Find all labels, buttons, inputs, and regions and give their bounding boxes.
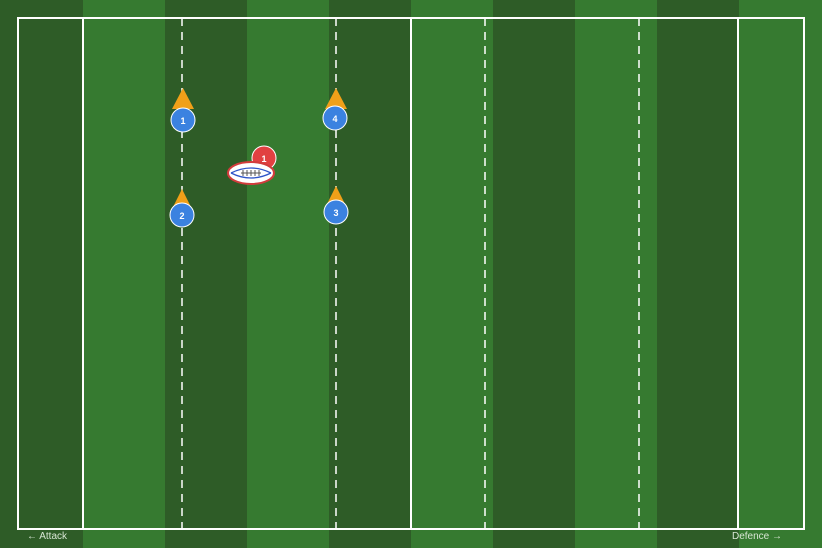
attacker-marker[interactable] xyxy=(322,105,348,131)
attacker-number: 4 xyxy=(332,114,337,124)
attacker-marker[interactable] xyxy=(323,199,349,225)
attacker-number: 2 xyxy=(179,211,184,221)
cone-icon[interactable] xyxy=(327,186,345,204)
attacker-marker[interactable] xyxy=(170,107,196,133)
grass-stripe xyxy=(165,0,247,548)
grass-stripe xyxy=(575,0,657,548)
rugby-ball-icon[interactable] xyxy=(227,161,275,185)
defence-direction-label: Defence → xyxy=(731,531,782,542)
attacker-1[interactable]: 1 xyxy=(170,107,196,133)
grass-stripe xyxy=(0,0,83,548)
pitch-markings xyxy=(17,17,805,530)
cone-icon[interactable] xyxy=(172,88,194,109)
grass-stripe xyxy=(411,0,493,548)
grass-stripe xyxy=(493,0,575,548)
attacker-4[interactable]: 4 xyxy=(322,105,348,131)
attacker-number: 3 xyxy=(333,208,338,218)
grass-stripe xyxy=(247,0,329,548)
grass-stripe xyxy=(329,0,411,548)
attack-direction-label: ← Attack xyxy=(27,531,68,542)
attacker-marker[interactable] xyxy=(169,202,195,228)
defender-number: 1 xyxy=(261,154,266,164)
grass-stripe xyxy=(657,0,739,548)
attacker-3[interactable]: 3 xyxy=(323,199,349,225)
grass-stripe xyxy=(83,0,165,548)
cone-icon[interactable] xyxy=(173,189,191,207)
attacker-number: 1 xyxy=(180,116,185,126)
grass-stripe xyxy=(739,0,822,548)
attacker-2[interactable]: 2 xyxy=(169,202,195,228)
cones xyxy=(172,88,347,207)
cone-icon[interactable] xyxy=(325,88,347,109)
